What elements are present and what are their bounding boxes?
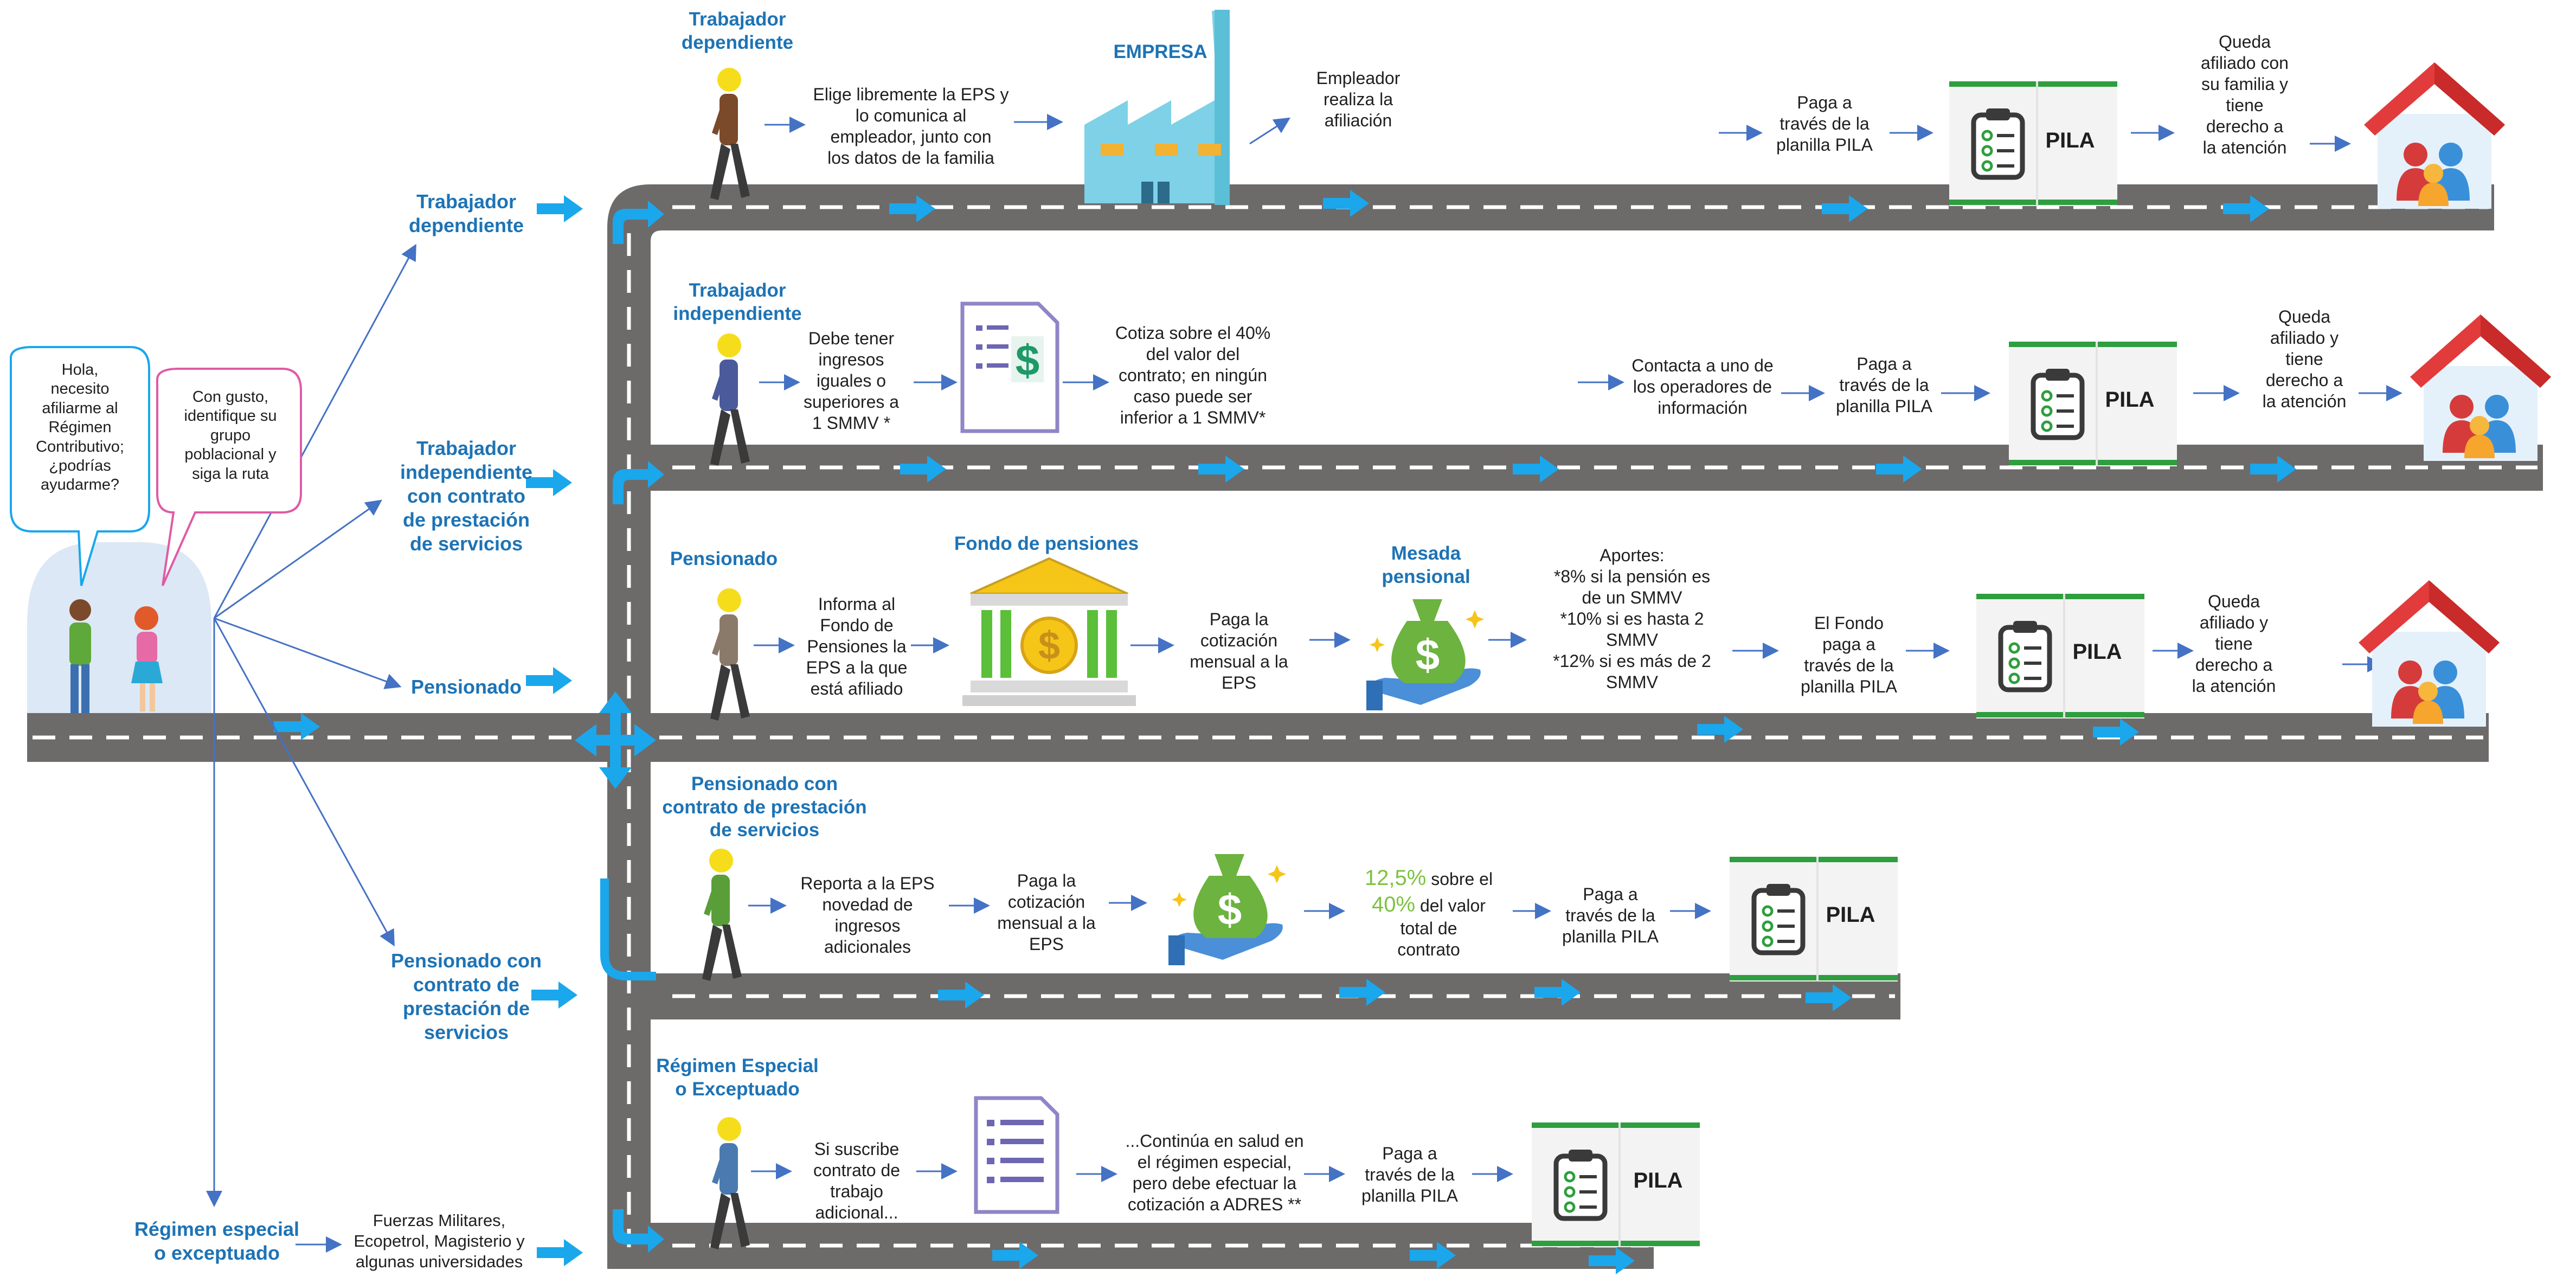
- speech-bubble-left: [10, 346, 150, 586]
- speech-text-left: Hola, necesito afiliarme al Régimen Cont…: [36, 361, 124, 494]
- woman-figure-icon: [131, 606, 163, 711]
- pila-label: PILA: [1633, 1169, 1683, 1192]
- group-label-pensionado: Pensionado: [410, 676, 522, 698]
- pct-40: 40%: [1372, 892, 1416, 916]
- bank-fund-icon: $: [962, 557, 1136, 706]
- pila-label: PILA: [2045, 129, 2095, 152]
- row2-step5: Queda afiliado y tiene derecho a la aten…: [2262, 307, 2347, 412]
- turn-arrow-outline: [600, 878, 656, 980]
- road-network: [27, 184, 2543, 1269]
- group-label-dependiente: Trabajador dependiente: [408, 190, 524, 236]
- row3-step4: El Fondo paga a través de la planilla PI…: [1801, 613, 1897, 697]
- row4-step1: Reporta a la EPS novedad de ingresos adi…: [800, 874, 935, 957]
- group-label-independiente: Trabajador independiente con contrato de…: [400, 437, 533, 555]
- row1-header: Trabajador dependiente: [681, 9, 794, 53]
- factory-icon: [1084, 10, 1230, 205]
- row5-step1: Si suscribe contrato de trabajo adiciona…: [813, 1139, 901, 1223]
- row3-step1: Informa al Fondo de Pensiones la EPS a l…: [806, 594, 908, 699]
- row3-step2: Paga la cotización mensual a la EPS: [1190, 610, 1288, 693]
- walker-elder-icon: [710, 588, 750, 721]
- svg-text:$: $: [1016, 336, 1040, 384]
- connector-arrows: [206, 114, 2402, 1253]
- row5-step3: Paga a través de la planilla PILA: [1361, 1144, 1458, 1206]
- pct2-tail: del valor total de contrato: [1397, 895, 1486, 959]
- group-label-pensionado-contrato: Pensionado con contrato de prestación de…: [390, 950, 542, 1043]
- group-label-regimen: Régimen especial o exceptuado: [134, 1218, 300, 1264]
- row1-step3: Paga a través de la planilla PILA: [1776, 93, 1873, 155]
- house-family-icon: [2359, 580, 2500, 727]
- row5-step2: ...Continúa en salud en el régimen espec…: [1125, 1131, 1304, 1215]
- mesada-label: Mesada pensional: [1382, 543, 1470, 587]
- row2-step2: Cotiza sobre el 40% del valor del contra…: [1115, 323, 1271, 428]
- row1-step1: Elige libremente la EPS y lo comunica al…: [813, 85, 1009, 168]
- row2-header: Trabajador independiente: [673, 280, 802, 324]
- money-bag-hand-icon: [1168, 854, 1286, 965]
- row1-step4: Queda afiliado con su familia y tiene de…: [2201, 32, 2289, 158]
- row4-step4: Paga a través de la planilla PILA: [1562, 884, 1659, 947]
- document-list-icon: [976, 1098, 1057, 1212]
- house-family-icon: [2410, 315, 2551, 461]
- empresa-label: EMPRESA: [1113, 41, 1207, 62]
- pila-label: PILA: [2105, 388, 2155, 412]
- pila-label: PILA: [2072, 640, 2122, 664]
- house-family-icon: [2364, 62, 2505, 209]
- fondo-label: Fondo de pensiones: [954, 533, 1139, 554]
- pila-label: PILA: [1826, 903, 1875, 927]
- row2-step3: Contacta a uno de los operadores de info…: [1631, 356, 1774, 418]
- speech-bubble-right: [156, 368, 302, 586]
- invoice-document-icon: $: [960, 301, 1059, 433]
- row1-step2: Empleador realiza la afiliación: [1316, 68, 1401, 131]
- pct1-tail: sobre el: [1426, 869, 1493, 889]
- walker-icon: [710, 68, 750, 200]
- walker-elder-icon: [702, 849, 742, 981]
- speech-text-right: Con gusto, identifique su grupo poblacio…: [184, 388, 277, 483]
- row4-step3: 12,5% sobre el 40% del valor total de con…: [1339, 865, 1518, 960]
- road-direction-arrows: [274, 190, 2296, 1274]
- intro-scene: [10, 346, 302, 713]
- regimen-note: Fuerzas Militares, Ecopetrol, Magisterio…: [354, 1211, 525, 1271]
- row3-step3: Aportes: *8% si la pensión es de un SMMV…: [1553, 546, 1711, 692]
- row3-step5: Queda afiliado y tiene derecho a la aten…: [2192, 592, 2276, 696]
- money-bag-hand-icon: [1366, 599, 1484, 710]
- row3-header: Pensionado: [670, 548, 778, 569]
- man-figure-icon: [69, 599, 91, 713]
- svg-text:$: $: [1038, 624, 1060, 668]
- row4-header: Pensionado con contrato de prestación de…: [662, 773, 867, 841]
- row5-header: Régimen Especial o Exceptuado: [656, 1055, 819, 1100]
- row4-step2: Paga la cotización mensual a la EPS: [997, 871, 1096, 954]
- row2-step4: Paga a través de la planilla PILA: [1836, 354, 1932, 416]
- row2-step1: Debe tener ingresos iguales o superiores…: [803, 329, 900, 433]
- pct-12-5: 12,5%: [1364, 866, 1427, 890]
